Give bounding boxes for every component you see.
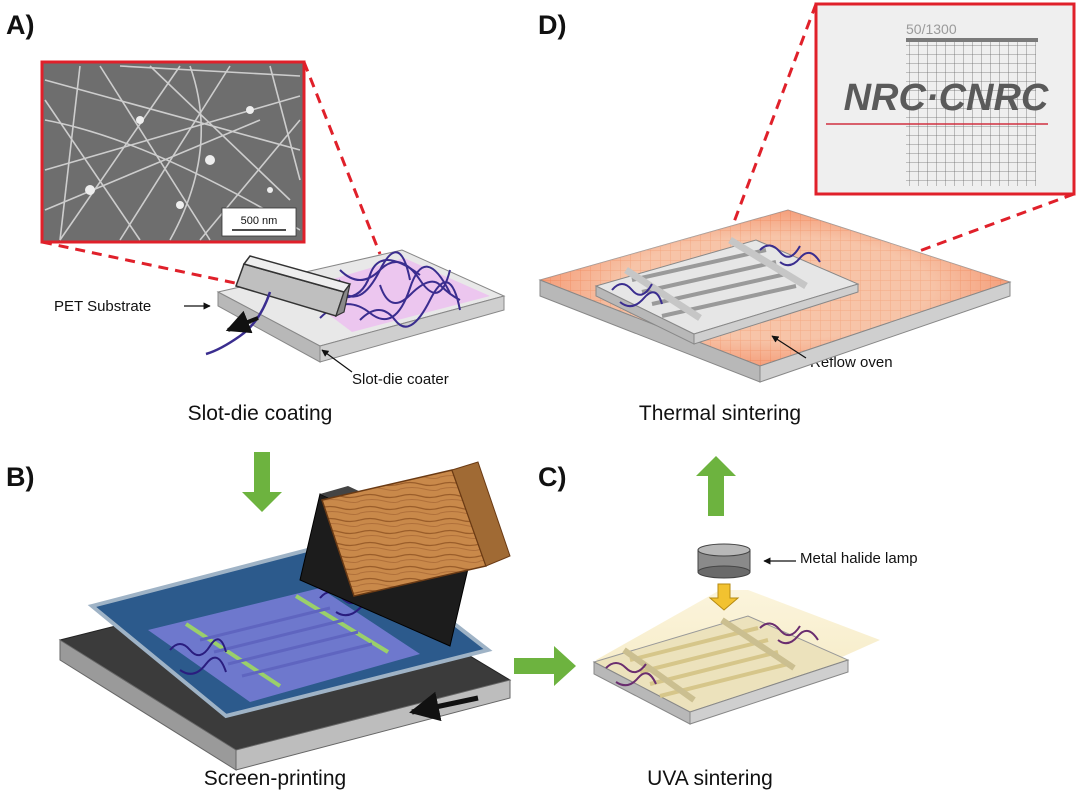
metal-halide-lamp-label: Metal halide lamp [800,550,918,567]
reflow-oven-pointer [771,335,807,359]
uv-light-arrow [708,583,740,611]
metal-halide-lamp [697,543,751,579]
coating-direction-arrow [225,310,259,334]
arrow-b-to-c [514,646,576,686]
slot-die-coater-label: Slot-die coater [352,371,449,388]
scale-bar-text: 500 nm [241,215,278,227]
photo-code-text: 50/1300 [906,21,957,37]
photo-logo-text: NRC·CNRC [844,77,1049,119]
panel-letter-a: A) [6,10,35,40]
uva-setup [592,543,880,725]
zoom-lines-d [726,3,1075,294]
reflow-oven-label: Reflow oven [810,354,893,371]
zoom-lines-a [41,61,382,292]
slot-die-pointer [321,349,353,373]
screen-printer [58,461,512,771]
sem-inset: 500 nm [40,60,306,244]
reflow-oven [538,209,1012,383]
arrow-c-to-d [696,456,736,516]
process-arrows [242,452,736,686]
step-label-uva: UVA sintering [647,767,773,790]
pet-substrate-label: PET Substrate [54,298,152,315]
panel-letter-b: B) [6,462,35,492]
slot-die-coater [205,255,352,356]
pet-substrate [216,249,506,363]
panel-letter-c: C) [538,462,567,492]
nrc-photo-inset: 50/1300 NRC·CNRC [814,2,1076,196]
panel-letter-d: D) [538,10,567,40]
step-label-screen: Screen-printing [203,767,347,790]
arrow-a-to-b [242,452,282,512]
step-label-slot-die: Slot-die coating [187,402,333,425]
step-label-thermal: Thermal sintering [638,402,802,425]
print-direction-arrow [409,691,479,722]
